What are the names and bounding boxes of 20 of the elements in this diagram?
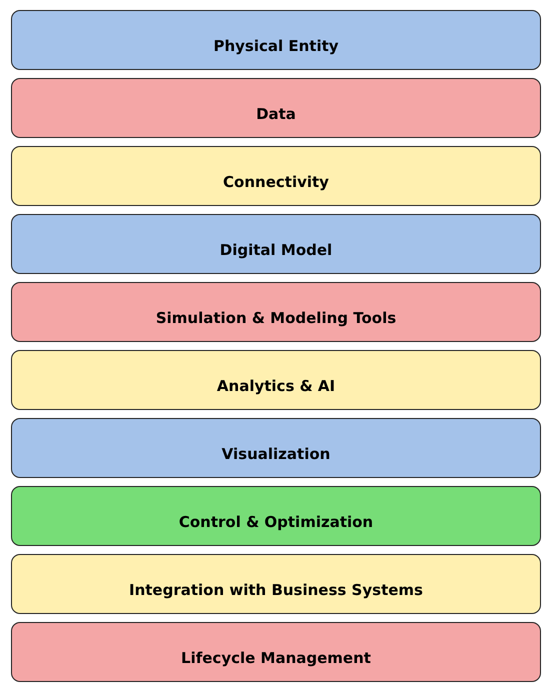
layer-box bbox=[11, 78, 541, 138]
layer-label: Simulation & Modeling Tools bbox=[156, 309, 396, 327]
layer-label: Data bbox=[256, 105, 296, 123]
layer-label: Connectivity bbox=[223, 173, 329, 191]
layer-label: Physical Entity bbox=[213, 37, 339, 55]
layer-box bbox=[11, 622, 541, 682]
layer-label: Analytics & AI bbox=[216, 377, 336, 395]
layer-box bbox=[11, 554, 541, 614]
layer-label: Visualization bbox=[222, 445, 330, 463]
layer-label: Integration with Business Systems bbox=[129, 581, 423, 599]
layer-box bbox=[11, 10, 541, 70]
layer-label: Control & Optimization bbox=[178, 513, 374, 531]
layer-box bbox=[11, 418, 541, 478]
layer-box bbox=[11, 146, 541, 206]
layer-box bbox=[11, 214, 541, 274]
layer-box bbox=[11, 282, 541, 342]
layer-box bbox=[11, 350, 541, 410]
layer-label: Digital Model bbox=[220, 241, 332, 259]
layer-label: Lifecycle Management bbox=[181, 649, 371, 667]
layer-box bbox=[11, 486, 541, 546]
